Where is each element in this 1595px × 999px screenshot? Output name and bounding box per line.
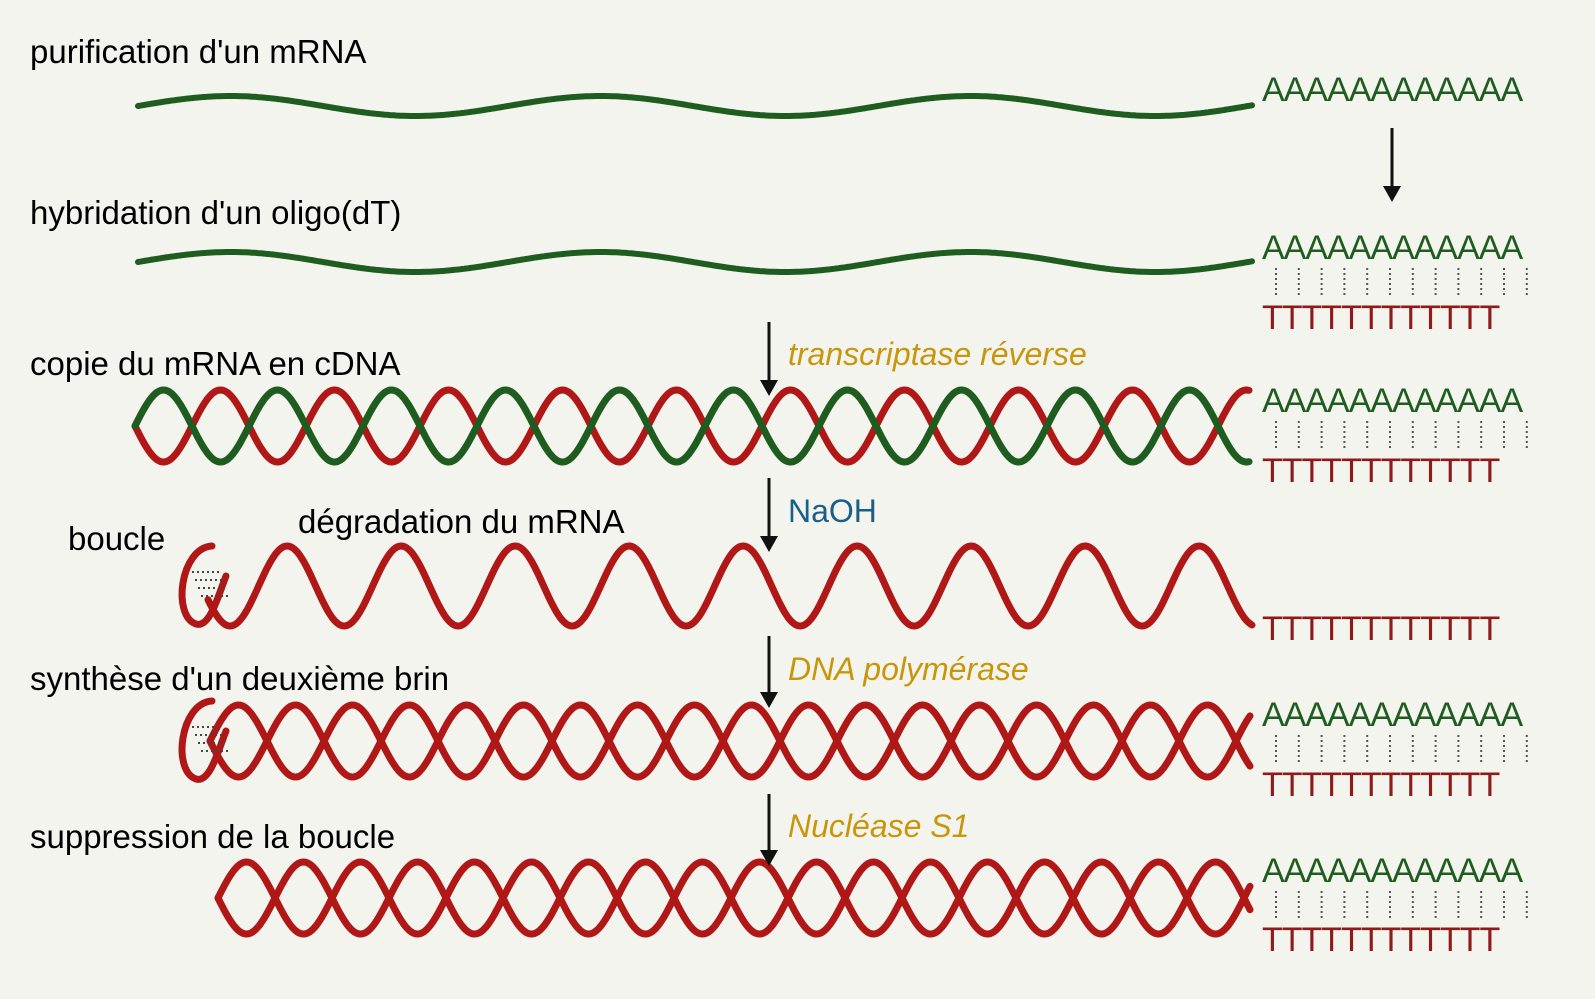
cdna-strand-4 [204,542,1256,630]
enzyme-label-dna-polymerase: DNA polymérase [788,651,1029,687]
arrow-hybridation-head [1383,186,1401,202]
poly-a-tail-6: AAAAAAAAAAAA [1262,852,1523,890]
poly-a-tail-5: AAAAAAAAAAAA [1262,696,1523,734]
step-label-synthese: synthèse d'un deuxième brin [30,660,449,697]
enzyme-label-naoh: NaOH [788,493,877,529]
hairpin-loop-4 [178,542,230,628]
cdna-strand-6b [214,858,1254,938]
arrow-dna-polymerase-head [760,692,778,708]
poly-a-tail-2: AAAAAAAAAAAA [1262,229,1523,267]
poly-a-tail-3: AAAAAAAAAAAA [1262,382,1523,420]
oligo-dt-5: TTTTTTTTTTTT [1262,766,1499,804]
step-label-hybridation: hybridation d'un oligo(dT) [30,194,401,231]
arrow-naoh-head [760,536,778,552]
oligo-dt-6: TTTTTTTTTTTT [1262,921,1499,959]
side-label-boucle: boucle [68,520,165,557]
arrow-reverse-transcriptase-head [760,380,778,396]
poly-a-tail-1: AAAAAAAAAAAA [1262,71,1523,109]
cdna-strand-3 [131,386,1253,466]
cdna-strand-5a [206,701,1254,781]
step-label-degradation: dégradation du mRNA [298,503,625,540]
step-label-suppression: suppression de la boucle [30,818,395,855]
step-label-purification: purification d'un mRNA [30,33,366,70]
arrow-nuclease-s1-head [760,850,778,866]
mrna-strand-2 [135,249,1255,275]
oligo-dt-2: TTTTTTTTTTTT [1262,299,1499,337]
oligo-dt-3: TTTTTTTTTTTT [1262,452,1499,490]
step-label-copie: copie du mRNA en cDNA [30,345,401,382]
enzyme-label-nuclease-s1: Nucléase S1 [788,808,969,844]
strands-layer [131,93,1256,938]
hairpin-loop-layer [178,542,230,783]
cdna-strand-5b [206,701,1254,781]
base-pairing-layer [1275,268,1528,921]
mrna-strand-3 [131,386,1253,466]
enzyme-label-reverse-transcriptase: transcriptase réverse [788,336,1087,372]
mrna-strand-1 [135,93,1255,119]
oligo-dt-4: TTTTTTTTTTTT [1262,610,1499,648]
hairpin-loop-5 [178,697,230,783]
process-arrows-layer [760,128,1401,866]
